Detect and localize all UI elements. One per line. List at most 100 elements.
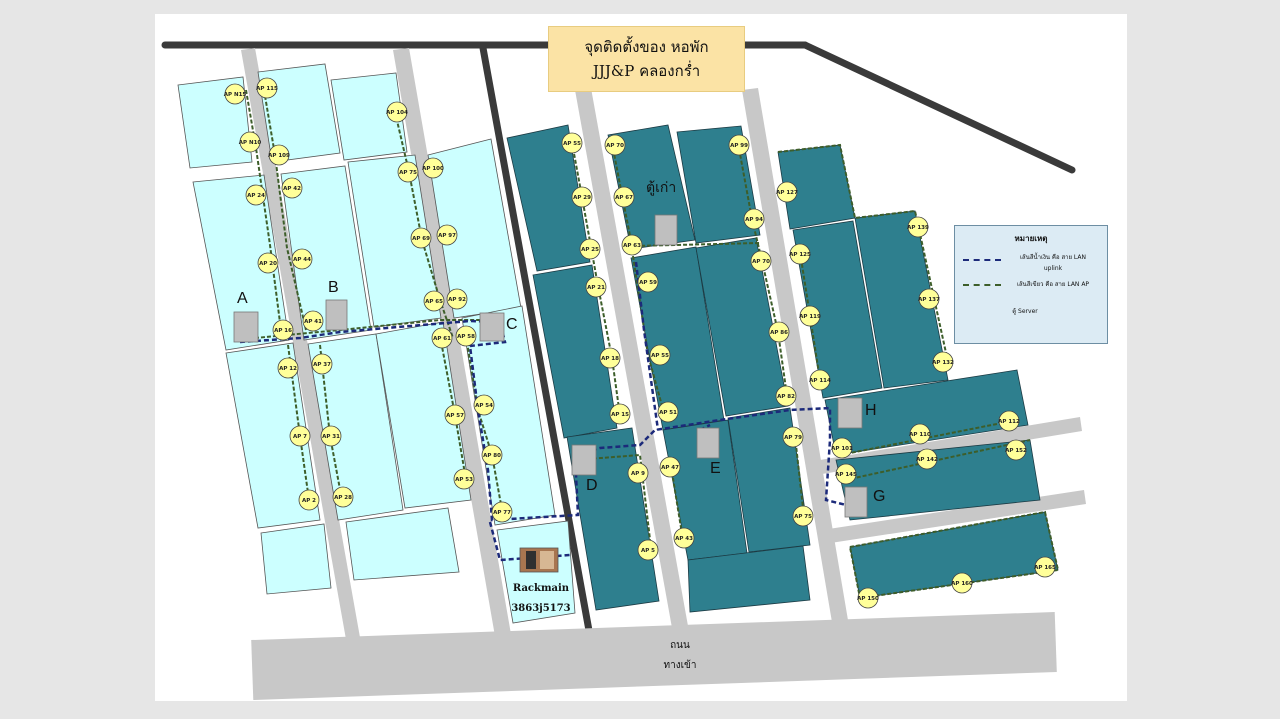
ap-label: AP 63 (623, 243, 641, 249)
access-point-marker: AP 53 (453, 468, 475, 490)
rackmain-code: 3863j5173 (511, 603, 571, 614)
access-point-marker: AP 54 (473, 394, 495, 416)
ap-circle (423, 290, 445, 312)
legend-server-text: ตู้ Server (1012, 308, 1038, 315)
ap-label: AP 28 (334, 495, 352, 501)
ap-label: AP 44 (293, 257, 311, 263)
ap-label: AP 75 (399, 170, 417, 176)
ap-label: AP 137 (918, 297, 940, 303)
ap-circle (728, 134, 750, 156)
ap-label: AP 20 (259, 261, 277, 267)
ap-circle (951, 572, 973, 594)
cabinet-g (844, 486, 868, 518)
ap-label: AP 165 (1034, 565, 1056, 571)
access-point-marker: AP 150 (857, 587, 879, 609)
ap-circle (776, 181, 798, 203)
access-point-marker: AP 16 (272, 319, 294, 341)
access-point-marker: AP 61 (431, 327, 453, 349)
ap-label: AP 101 (831, 446, 853, 452)
access-point-marker: AP 86 (768, 321, 790, 343)
access-point-marker: AP 110 (909, 423, 931, 445)
ap-circle (835, 463, 857, 485)
rack-server-icon (519, 547, 559, 573)
ap-circle (657, 401, 679, 423)
zone-b-label: B (328, 279, 339, 296)
ap-circle (627, 462, 649, 484)
ap-label: AP 54 (475, 403, 493, 409)
ap-circle (609, 403, 631, 425)
ap-cable-swatch (963, 284, 1001, 286)
ap-label: AP 55 (651, 353, 669, 359)
access-point-marker: AP 55 (561, 132, 583, 154)
ap-label: AP 160 (951, 581, 973, 587)
title-line-1: จุดติดตั้งของ หอพัก (584, 38, 709, 56)
ap-circle (239, 131, 261, 153)
ap-circle (436, 224, 458, 246)
ap-circle (809, 369, 831, 391)
ap-label: AP 70 (606, 143, 624, 149)
ap-circle (1034, 556, 1056, 578)
ap-label: AP 24 (247, 193, 265, 199)
ap-label: AP 12 (279, 366, 297, 372)
ap-circle (792, 505, 814, 527)
ap-circle (386, 101, 408, 123)
ap-label: AP 79 (784, 435, 802, 441)
ap-circle (775, 385, 797, 407)
ap-circle (789, 243, 811, 265)
access-point-marker: AP 65 (423, 290, 445, 312)
entrance-road (251, 611, 1057, 701)
ap-label: AP 139 (907, 225, 929, 231)
ap-label: AP 5 (641, 548, 655, 554)
ap-label: AP 7 (293, 434, 307, 440)
cabinet-old (654, 214, 678, 246)
ap-label: AP 127 (776, 190, 798, 196)
legend-box: หมายเหตุ เส้นสีน้ำเงิน คือ สาย LAN uplin… (954, 225, 1108, 344)
zone-d-label: D (586, 477, 598, 494)
access-point-marker: AP 58 (455, 325, 477, 347)
ap-circle (311, 353, 333, 375)
access-point-marker: AP 20 (257, 252, 279, 274)
cabinet-e (696, 427, 720, 459)
ap-circle (422, 157, 444, 179)
ap-circle (397, 161, 419, 183)
ap-label: AP 109 (268, 153, 290, 159)
ap-circle (604, 134, 626, 156)
ap-label: AP 142 (916, 457, 938, 463)
access-point-marker: AP 69 (410, 227, 432, 249)
ap-label: AP 125 (789, 252, 811, 258)
ap-circle (673, 527, 695, 549)
access-point-marker: AP 82 (775, 385, 797, 407)
ap-circle (918, 288, 940, 310)
legend-uplink-text-2: uplink (1043, 265, 1063, 272)
ap-label: AP 86 (770, 330, 788, 336)
ap-circle (649, 344, 671, 366)
cabinet-b (325, 299, 348, 331)
ap-circle (455, 325, 477, 347)
ap-label: AP 115 (256, 86, 278, 92)
access-point-marker: AP 79 (782, 426, 804, 448)
ap-label: AP 114 (809, 378, 831, 384)
access-point-marker: AP 94 (743, 208, 765, 230)
ap-label: AP 82 (777, 394, 795, 400)
access-point-marker: AP 114 (809, 369, 831, 391)
access-point-marker: AP 28 (332, 486, 354, 508)
ap-circle (272, 319, 294, 341)
access-point-marker: AP 132 (932, 351, 954, 373)
access-point-marker: AP 115 (256, 77, 278, 99)
ap-circle (224, 83, 246, 105)
ap-circle (473, 394, 495, 416)
access-point-marker: AP 15 (609, 403, 631, 425)
ap-circle (302, 310, 324, 332)
ap-label: AP 58 (457, 334, 475, 340)
ap-label: AP 16 (274, 328, 292, 334)
ap-circle (637, 271, 659, 293)
ap-circle (831, 437, 853, 459)
grey-lanes (241, 48, 1086, 701)
access-point-marker: AP 142 (916, 448, 938, 470)
access-point-marker: AP 119 (799, 305, 821, 327)
ap-circle (585, 276, 607, 298)
ap-label: AP N10 (239, 140, 262, 146)
ap-label: AP 2 (302, 498, 316, 504)
